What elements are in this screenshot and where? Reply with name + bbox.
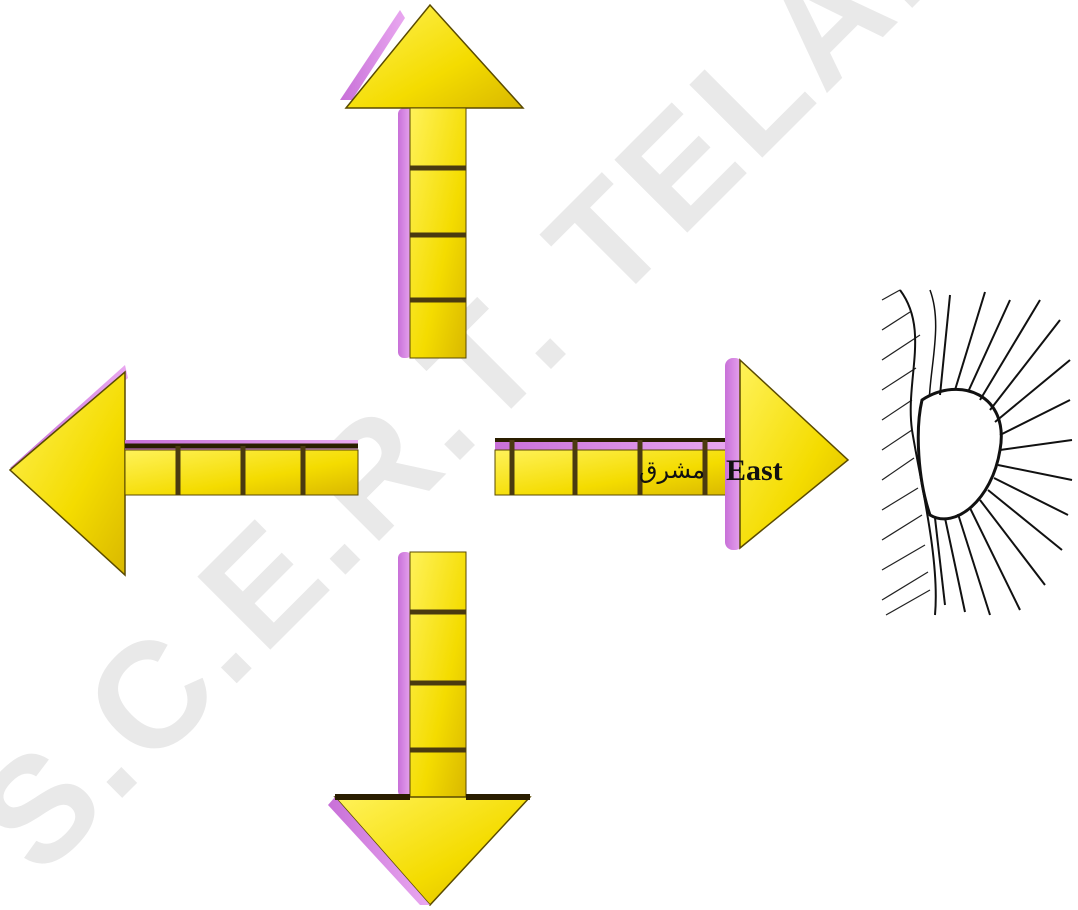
- east-label-urdu: مشرق: [639, 456, 705, 484]
- east-label-english: East: [726, 454, 783, 487]
- rising-sun-icon: [882, 290, 1072, 615]
